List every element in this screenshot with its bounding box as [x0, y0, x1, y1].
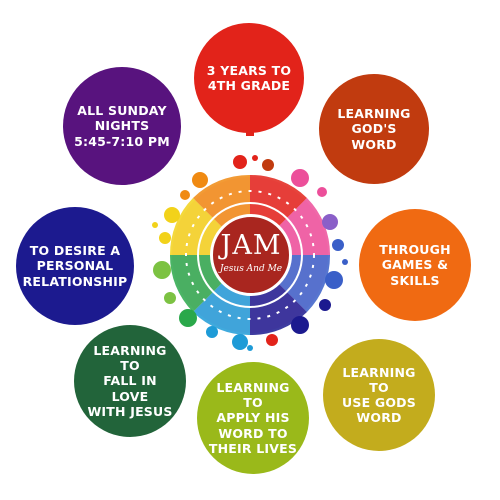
- circle-relationship: TO DESIRE A PERSONAL RELATIONSHIP: [16, 207, 134, 325]
- circle-use-word: LEARNING TO USE GODS WORD: [323, 339, 435, 451]
- splash-droplets: [152, 155, 348, 351]
- circle-apply-word: LEARNING TO APPLY HIS WORD TO THEIR LIVE…: [197, 362, 309, 474]
- jam-logo: JAM Jesus And Me: [210, 214, 292, 296]
- circle-schedule: ALL SUNDAY NIGHTS 5:45-7:10 PM: [63, 67, 181, 185]
- circle-gods-word: LEARNING GOD'S WORD: [319, 74, 429, 184]
- circle-love-jesus: LEARNING TO FALL IN LOVE WITH JESUS: [74, 325, 186, 437]
- circle-age-range: 3 YEARS TO 4TH GRADE: [194, 23, 304, 133]
- logo-subtitle: Jesus And Me: [219, 264, 283, 274]
- splash-white-marks: [185, 190, 315, 320]
- logo-title: JAM: [220, 230, 282, 261]
- splash-ring: [169, 174, 331, 336]
- circle-games-skills: THROUGH GAMES & SKILLS: [359, 209, 471, 321]
